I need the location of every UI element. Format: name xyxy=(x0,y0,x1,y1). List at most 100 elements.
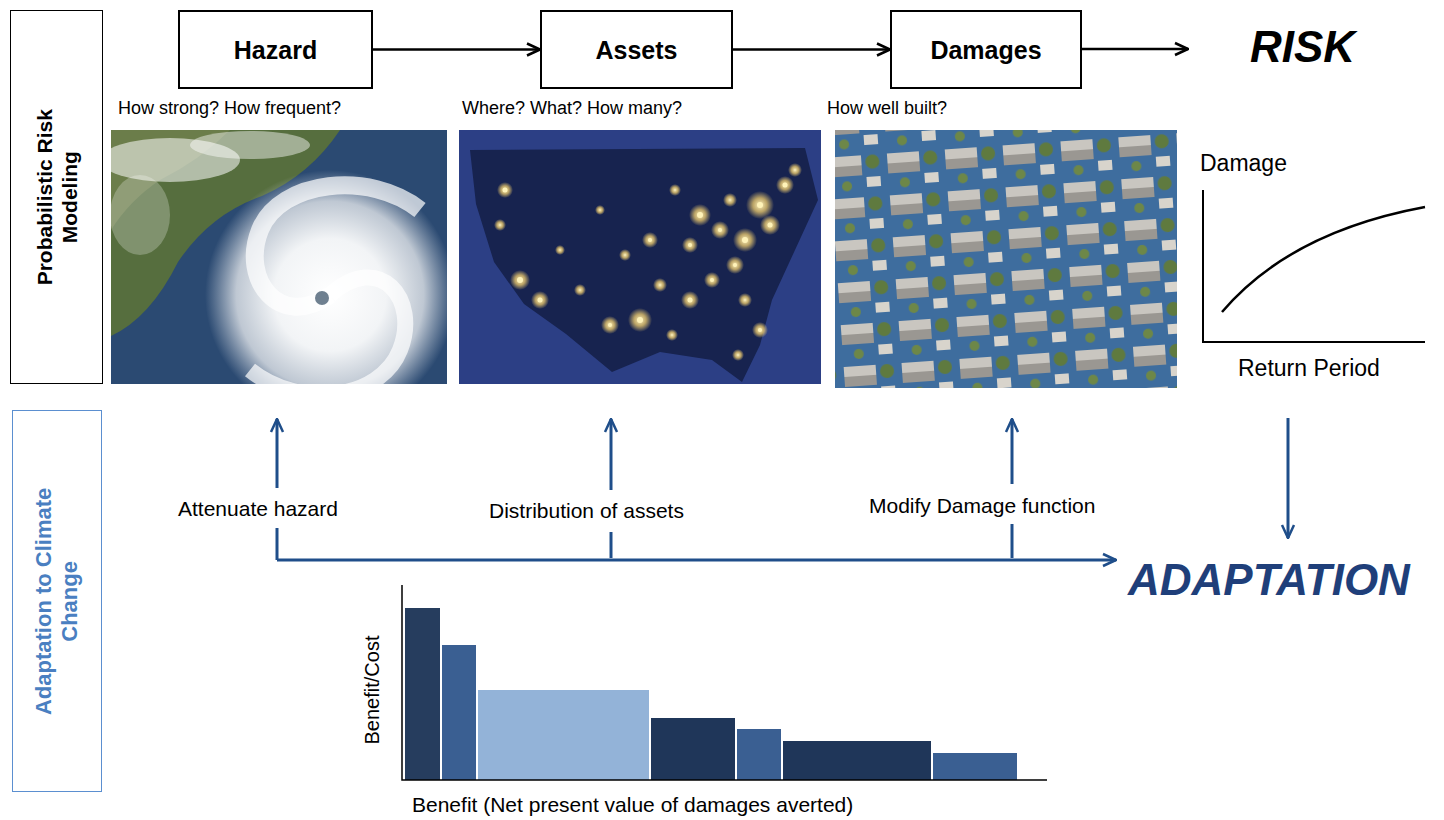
night-lights-photo-part-part xyxy=(637,317,643,323)
bar-chart-part xyxy=(651,718,735,780)
adaptation-heading: ADAPTATION xyxy=(1128,555,1410,606)
night-lights-photo-part-part xyxy=(697,212,703,218)
flood-photo-part xyxy=(835,130,1177,388)
night-lights-photo-part-part xyxy=(760,215,780,235)
box-title: Damages xyxy=(930,35,1041,65)
adaptation-arrows-part xyxy=(276,528,279,560)
night-lights-photo-part-part xyxy=(497,182,513,198)
axis-label: Damage xyxy=(1200,150,1287,176)
measure-label-anchor: Modify Damage function xyxy=(869,494,1095,518)
night-lights-photo-part-part xyxy=(601,316,619,334)
night-lights-photo-part xyxy=(470,148,818,382)
hurricane-photo-part xyxy=(205,170,447,384)
night-lights-photo-part-part xyxy=(531,291,549,309)
night-lights-photo-part-part xyxy=(538,298,543,303)
night-lights-photo-part-part xyxy=(704,272,720,288)
hurricane-photo-part xyxy=(315,291,329,305)
night-lights-photo-part-part xyxy=(688,243,692,247)
measure-label: Modify Damage function xyxy=(869,494,1095,518)
night-lights-photo-part-part xyxy=(723,193,737,207)
axis-label-anchor: Benefit/Cost xyxy=(361,636,384,745)
axis-label: Return Period xyxy=(1238,355,1380,381)
night-lights-photo-part-part xyxy=(733,263,737,267)
hurricane-photo-part xyxy=(111,175,170,255)
risk-heading-anchor: RISK xyxy=(1250,22,1355,73)
box-title: Assets xyxy=(596,35,678,65)
night-lights-photo-part-part xyxy=(619,249,631,261)
night-lights-photo-part xyxy=(494,163,802,361)
damage-curve xyxy=(1203,190,1425,342)
bar-chart-part xyxy=(442,645,476,780)
bar-chart-part xyxy=(737,729,781,780)
measure-label-anchor: Attenuate hazard xyxy=(178,497,338,521)
question-label-anchor: Where? What? How many? xyxy=(462,98,682,119)
night-lights-photo-part-part xyxy=(574,284,586,296)
night-lights-photo-part-part xyxy=(746,191,774,219)
night-lights-photo-part-part xyxy=(768,223,773,228)
measure-label-anchor: Distribution of assets xyxy=(489,499,684,523)
night-lights-photo-part-part xyxy=(718,228,722,232)
night-lights-photo-part-part xyxy=(653,278,667,292)
adaptation-heading-anchor: ADAPTATION xyxy=(1128,555,1410,606)
night-lights-photo-part-part xyxy=(510,270,530,290)
axis-label-anchor: Damage xyxy=(1200,150,1287,176)
night-lights-photo-part-part xyxy=(783,183,788,188)
bar-chart-part xyxy=(402,585,1047,780)
night-lights-photo-part-part xyxy=(608,323,612,327)
risk-heading: RISK xyxy=(1250,22,1355,73)
measure-label: Distribution of assets xyxy=(489,499,684,523)
night-lights-photo-part-part xyxy=(595,205,605,215)
night-lights-photo-part-part xyxy=(776,176,794,194)
night-lights-photo-part-part xyxy=(738,293,752,307)
adaptation-arrows-part xyxy=(277,559,1116,562)
adaptation-arrows-part xyxy=(276,419,279,488)
night-lights-photo-part xyxy=(503,183,788,333)
night-lights-photo-part-part xyxy=(726,256,744,274)
night-lights-photo-part-part xyxy=(758,328,762,332)
night-lights-photo-part-part xyxy=(642,232,658,248)
axis-label: Benefit (Net present value of damages av… xyxy=(412,793,853,817)
box-title: Hazard xyxy=(234,35,317,65)
night-lights-photo-part-part xyxy=(648,238,652,242)
question-label-anchor: How strong? How frequent? xyxy=(118,98,341,119)
night-lights-photo-part-part xyxy=(689,204,711,226)
section-box: Probabilistic Risk Modeling xyxy=(10,10,103,384)
bar-chart-part xyxy=(933,753,1017,780)
section-title: Probabilistic Risk Modeling xyxy=(31,77,81,317)
night-lights-photo-part-part xyxy=(710,278,714,282)
night-lights-photo-part-part xyxy=(788,163,802,177)
process-box: Damages xyxy=(890,10,1082,89)
night-lights-photo-part-part xyxy=(732,349,744,361)
axis-label-anchor: Return Period xyxy=(1238,355,1380,381)
question-label-anchor: How well built? xyxy=(827,98,947,119)
night-lights-photo-part-part xyxy=(503,188,508,193)
adaptation-arrows-part xyxy=(1011,524,1014,558)
process-box: Assets xyxy=(540,10,733,89)
measure-label: Attenuate hazard xyxy=(178,497,338,521)
damage-curve-part xyxy=(1222,207,1425,312)
axis-label: Benefit/Cost xyxy=(361,636,384,745)
bar-chart xyxy=(402,585,1047,780)
adaptation-arrows-part xyxy=(1287,418,1290,538)
damage-curve-part xyxy=(1203,190,1425,342)
night-lights-photo-part-part xyxy=(711,221,729,239)
adaptation-arrows-part xyxy=(1011,419,1014,484)
hurricane-photo-part xyxy=(190,131,310,159)
axis-label-anchor: Benefit (Net present value of damages av… xyxy=(412,793,853,817)
risk-arrow-part xyxy=(1082,48,1188,51)
flow-arrow xyxy=(373,48,540,51)
adaptation-arrows xyxy=(277,418,1288,560)
process-box: Hazard xyxy=(178,10,373,89)
night-lights-photo-part-part xyxy=(555,245,565,255)
section-title: Adaptation to Climate Change xyxy=(31,464,84,739)
question-label: Where? What? How many? xyxy=(462,98,682,119)
night-lights-photo-part xyxy=(459,130,821,384)
night-lights-photo-part-part xyxy=(669,184,681,196)
flow-arrow xyxy=(733,48,890,51)
question-label: How strong? How frequent? xyxy=(118,98,341,119)
adaptation-arrows-part xyxy=(610,532,613,558)
